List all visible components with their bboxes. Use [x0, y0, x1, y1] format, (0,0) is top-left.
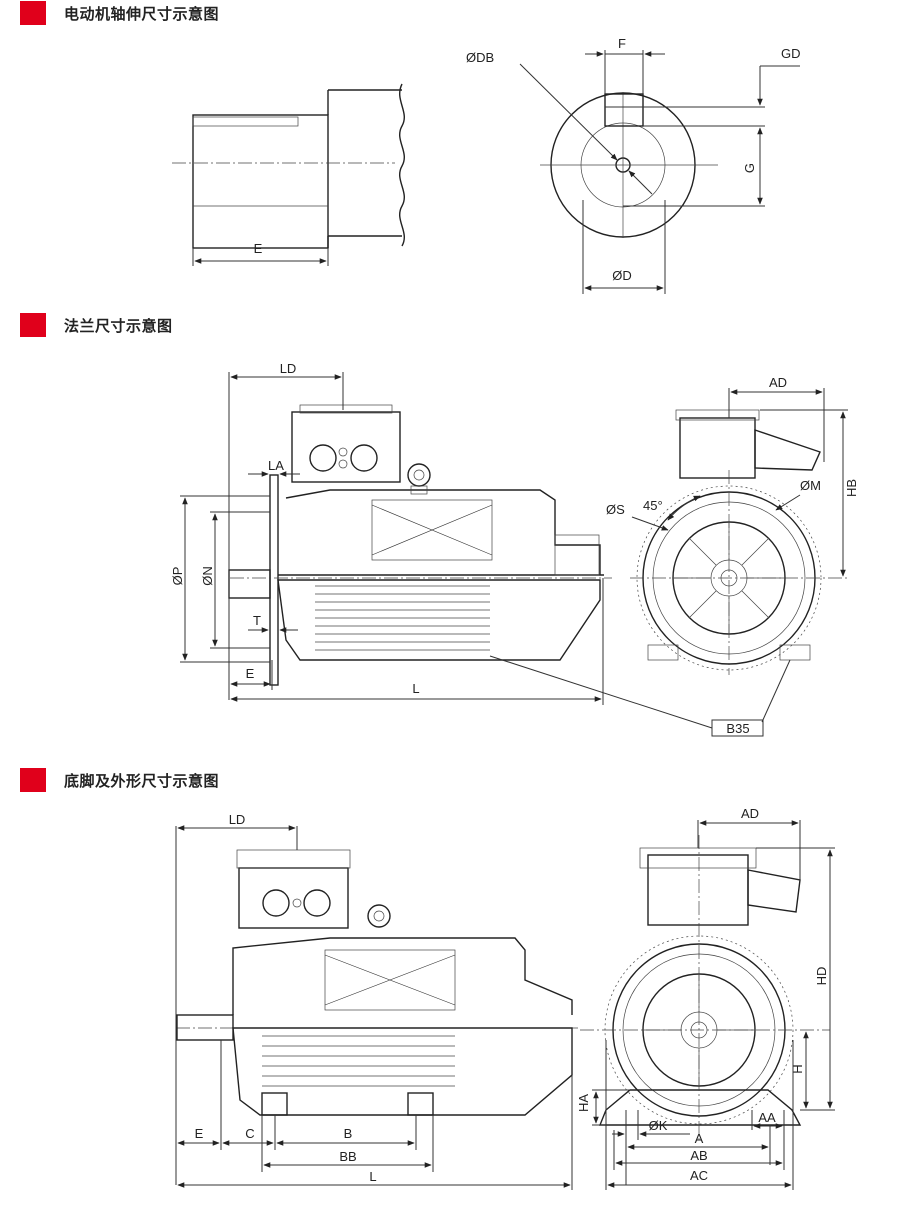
foot-end-view: AD HD H HA ØK AA A AB [576, 806, 835, 1190]
dim-label-m: ØM [800, 478, 821, 493]
dim-label-p: ØP [170, 567, 185, 586]
dim-label-c: C [245, 1126, 254, 1141]
dim-label-n: ØN [200, 566, 215, 586]
dim-label-h: H [790, 1064, 805, 1073]
section-header-foot: 底脚及外形尺寸示意图 [20, 768, 220, 792]
cooling-fins [315, 585, 490, 651]
dim-label-b: B [344, 1126, 353, 1141]
flange-end-view: AD HB ØS 45° ØM [606, 375, 859, 675]
dim-label-ld: LD [280, 361, 297, 376]
dim-label-ha: HA [576, 1094, 591, 1112]
dim-label-d: ØD [612, 268, 632, 283]
section-marker [20, 313, 46, 337]
dim-label-l: L [412, 681, 419, 696]
b35-callout: B35 [489, 655, 791, 737]
section-title: 底脚及外形尺寸示意图 [64, 772, 220, 790]
dim-label-la: LA [268, 458, 284, 473]
cooling-fins [262, 1035, 455, 1087]
dim-label-a: A [695, 1131, 704, 1146]
stator-winding-top [371, 499, 493, 561]
dim-label-e: E [195, 1126, 204, 1141]
dim-label-ac: AC [690, 1168, 708, 1183]
b35-label: B35 [726, 721, 749, 736]
foot-side-view: LD E C B BB L [175, 812, 578, 1190]
section-marker [20, 1, 46, 25]
dim-label-hd: HD [814, 967, 829, 986]
dim-label-gd: GD [781, 46, 801, 61]
dim-label-t: T [253, 613, 261, 628]
dim-label-ab: AB [690, 1148, 707, 1163]
stator-winding-top [324, 949, 456, 1011]
dim-label-db: ØDB [466, 50, 494, 65]
shaft-side-view: E [172, 83, 405, 266]
dim-label-hb: HB [844, 479, 859, 497]
section-title: 电动机轴伸尺寸示意图 [64, 5, 220, 23]
dim-label-g: G [742, 163, 757, 173]
dim-label-ad: AD [741, 806, 759, 821]
section-header-shaft: 电动机轴伸尺寸示意图 [20, 1, 220, 25]
dim-label-f: F [618, 36, 626, 51]
dim-label-aa: AA [758, 1110, 776, 1125]
shaft-end-view: F GD G ØDB ØD [466, 36, 801, 294]
section-marker [20, 768, 46, 792]
dim-label-ld: LD [229, 812, 246, 827]
dim-label-k: ØK [649, 1118, 668, 1133]
dim-label-e: E [254, 241, 263, 256]
dim-label-l: L [369, 1169, 376, 1184]
dim-label-ad: AD [769, 375, 787, 390]
dim-label-angle: 45° [643, 498, 663, 513]
section-header-flange: 法兰尺寸示意图 [20, 313, 173, 337]
dim-label-e: E [246, 666, 255, 681]
section-title: 法兰尺寸示意图 [64, 317, 173, 335]
dim-label-s: ØS [606, 502, 625, 517]
dim-label-bb: BB [339, 1149, 356, 1164]
flange-side-view: LD LA ØP ØN T E L [170, 361, 612, 705]
